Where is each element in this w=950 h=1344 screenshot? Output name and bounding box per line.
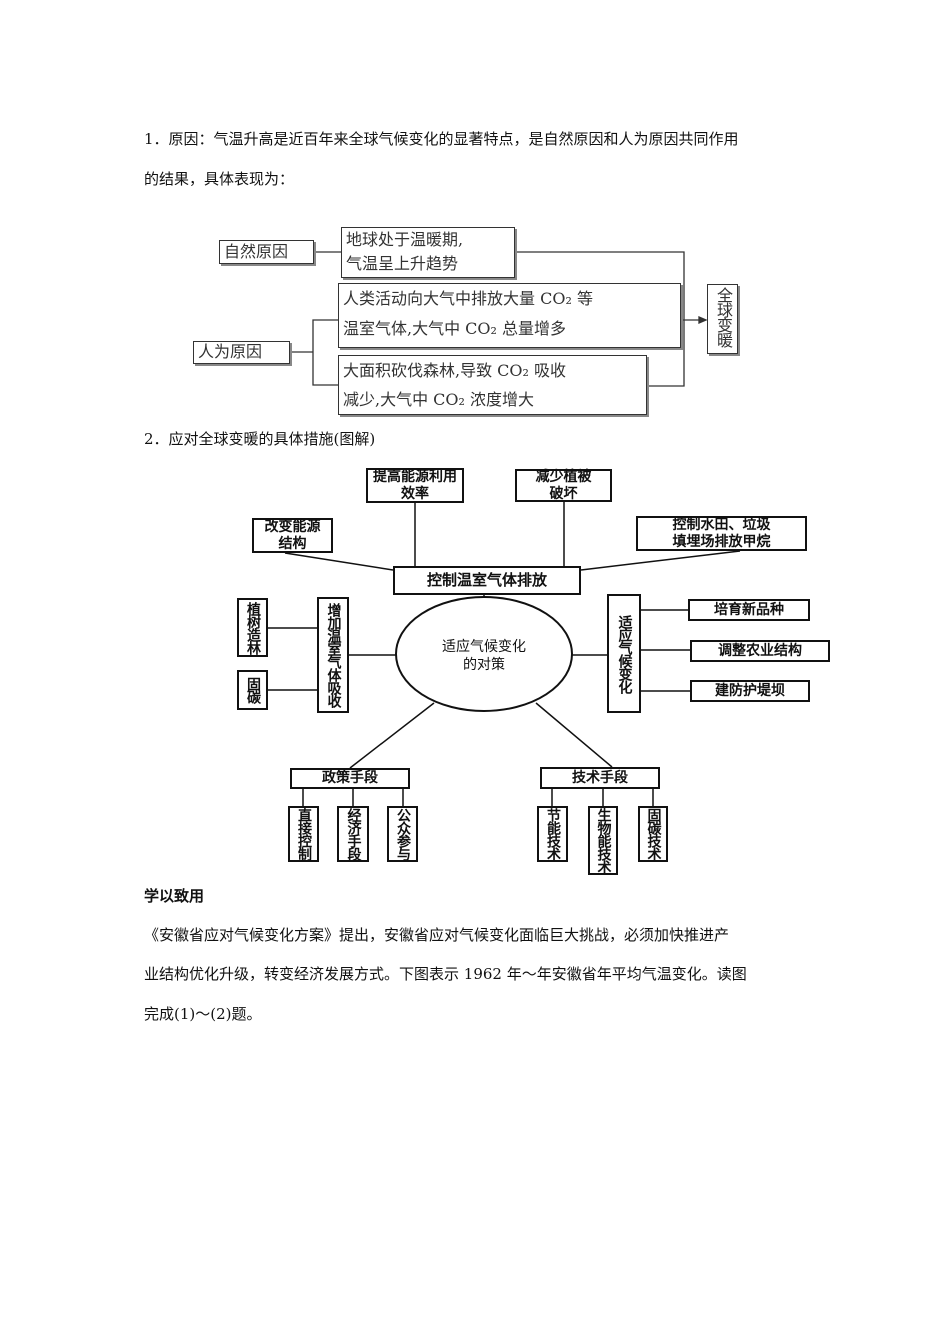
change-energy-structure-box: 改变能源结构 <box>252 518 333 553</box>
natural-detail-line2: 气温呈上升趋势 <box>346 254 459 273</box>
carbon-fixation-box: 固碳 <box>237 670 268 710</box>
practice-line3: 完成(1)～(2)题。 <box>144 1005 262 1023</box>
cause-text-line2: 的结果，具体表现为： <box>144 170 295 188</box>
deforestation-line1: 大面积砍伐森林,导致 CO₂ 吸收 <box>343 361 567 380</box>
build-dams-box: 建防护堤坝 <box>690 680 810 702</box>
adapt-climate-box: 适应气候变化 <box>607 594 641 713</box>
direct-control-box: 直接控制 <box>288 806 319 862</box>
natural-detail-box: 地球处于温暖期, 气温呈上升趋势 <box>341 227 515 278</box>
energy-saving-tech-box: 节能技术 <box>537 806 568 862</box>
economic-means-box: 经济手段 <box>337 806 369 862</box>
increase-absorption-box: 增加温室气体吸收 <box>317 597 349 713</box>
tech-means-box: 技术手段 <box>540 767 660 789</box>
deforestation-box: 大面积砍伐森林,导致 CO₂ 吸收 减少,大气中 CO₂ 浓度增大 <box>338 355 647 415</box>
center-ellipse <box>395 596 573 712</box>
human-activity-line1: 人类活动向大气中排放大量 CO₂ 等 <box>343 289 593 308</box>
human-activity-line2: 温室气体,大气中 CO₂ 总量增多 <box>343 319 567 338</box>
global-warming-box: 全球变暖 <box>707 284 738 354</box>
cause-text-line1: 1．原因：气温升高是近百年来全球气候变化的显著特点，是自然原因和人为原因共同作用 <box>144 130 739 148</box>
control-emissions-box: 控制温室气体排放 <box>393 566 581 595</box>
breed-varieties-box: 培育新品种 <box>688 599 810 621</box>
control-methane-line2: 填埋场排放甲烷 <box>672 533 771 550</box>
public-participation-box: 公众参与 <box>387 806 418 862</box>
human-cause-box: 人为原因 <box>193 341 290 364</box>
afforestation-box: 植树造林 <box>237 598 268 657</box>
practice-heading: 学以致用 <box>144 887 205 905</box>
deforestation-line2: 减少,大气中 CO₂ 浓度增大 <box>343 390 535 409</box>
natural-detail-line1: 地球处于温暖期, <box>346 230 464 249</box>
natural-cause-box: 自然原因 <box>219 240 314 264</box>
adjust-agriculture-box: 调整农业结构 <box>690 640 830 662</box>
reduce-vegetation-damage-box: 减少植被破坏 <box>515 469 612 502</box>
bioenergy-tech-box: 生物能技术 <box>588 806 618 875</box>
carbon-fixation-tech-box: 固碳技术 <box>638 806 668 862</box>
measures-heading: 2．应对全球变暖的具体措施(图解) <box>144 430 376 448</box>
control-methane-line1: 控制水田、垃圾 <box>672 516 771 533</box>
policy-means-box: 政策手段 <box>290 768 410 789</box>
human-activity-box: 人类活动向大气中排放大量 CO₂ 等 温室气体,大气中 CO₂ 总量增多 <box>338 283 681 348</box>
practice-line2: 业结构优化升级，转变经济发展方式。下图表示 1962 年～年安徽省年平均气温变化… <box>144 965 747 983</box>
improve-efficiency-box: 提高能源利用效率 <box>366 468 464 503</box>
center-label: 适应气候变化的对策 <box>442 639 526 673</box>
control-methane-box: 控制水田、垃圾 填埋场排放甲烷 <box>636 516 807 551</box>
practice-line1: 《安徽省应对气候变化方案》提出，安徽省应对气候变化面临巨大挑战，必须加快推进产 <box>144 926 730 944</box>
